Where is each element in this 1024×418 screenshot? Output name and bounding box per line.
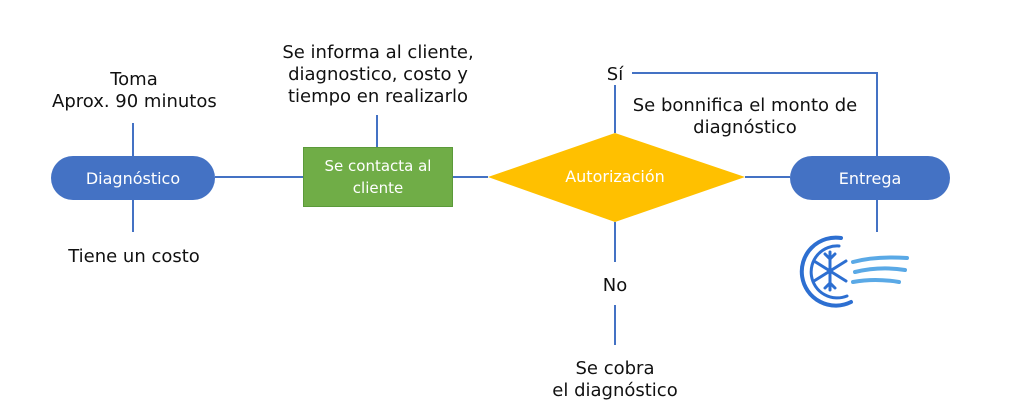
note-costo: Tiene un costo: [68, 246, 200, 267]
node-contacta: Se contacta al cliente: [303, 147, 453, 207]
node-entrega: Entrega: [790, 156, 950, 200]
node-contacta-line-2: cliente: [352, 179, 404, 197]
note-toma: Toma Aprox. 90 minutos: [52, 69, 217, 112]
node-entrega-label: Entrega: [838, 168, 902, 188]
snowflake-icon: [799, 235, 909, 308]
note-no: No: [602, 275, 628, 296]
note-bonifica: Se bonnifica el monto de diagnóstico: [632, 95, 858, 138]
node-autorizacion-label: Autorización: [565, 167, 665, 186]
connector-si-loop: [632, 72, 878, 156]
node-diagnostico: Diagnóstico: [51, 156, 215, 200]
note-cobra: Se cobra el diagnóstico: [552, 358, 678, 401]
node-diagnostico-label: Diagnóstico: [85, 168, 181, 188]
note-si: Sí: [606, 64, 624, 85]
note-informa: Se informa al cliente, diagnostico, cost…: [282, 42, 474, 107]
node-contacta-line-1: Se contacta al: [324, 157, 432, 175]
